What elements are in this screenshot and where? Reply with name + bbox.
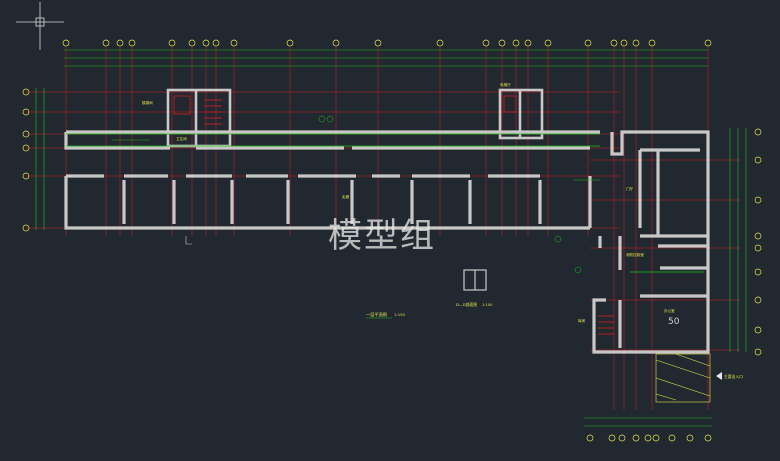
axis-bubble-right bbox=[754, 232, 762, 240]
stair-core-right bbox=[498, 88, 544, 140]
axis-bubble-top bbox=[116, 39, 124, 47]
room-label-corridor: 走廊 bbox=[342, 194, 350, 199]
axis-bubble-top bbox=[202, 39, 210, 47]
axis-bubble-right bbox=[754, 156, 762, 164]
plan-scale: 1:150 bbox=[394, 312, 406, 317]
room-label-toilet: 卫生间 bbox=[176, 136, 187, 141]
axis-bubble-bottom bbox=[632, 434, 640, 442]
axis-bubble-top bbox=[168, 39, 176, 47]
axis-bubble-right bbox=[754, 348, 762, 356]
axis-bubbles-right bbox=[754, 128, 762, 356]
axis-bubble-top bbox=[482, 39, 490, 47]
building-walls bbox=[64, 130, 600, 230]
section-scale: 1:100 bbox=[482, 303, 493, 307]
axis-bubble-top bbox=[584, 39, 592, 47]
axis-bubble-bottom bbox=[668, 434, 676, 442]
room-label-office: 办公室 bbox=[664, 308, 675, 313]
annotation-leaders bbox=[112, 115, 600, 274]
axis-bubble-right bbox=[754, 296, 762, 304]
room-label-stair-left: 楼梯间 bbox=[142, 100, 153, 105]
axis-bubble-top bbox=[620, 39, 628, 47]
plan-title: 一层平面图 bbox=[366, 312, 387, 318]
axis-bubble-bottom bbox=[652, 434, 660, 442]
axis-bubble-top bbox=[632, 39, 640, 47]
bottom-dimension-lines bbox=[584, 417, 712, 427]
axis-bubbles-top bbox=[62, 39, 712, 47]
entrance-label: 主要出入口 bbox=[724, 374, 743, 379]
axis-bubbles-left bbox=[22, 88, 30, 232]
axis-bubble-top bbox=[648, 39, 656, 47]
north-marker-icon bbox=[185, 236, 192, 245]
axis-bubble-top bbox=[332, 39, 340, 47]
axis-bubble-top bbox=[498, 39, 506, 47]
axis-bubble-left bbox=[22, 130, 30, 138]
axis-bubble-bottom bbox=[704, 434, 712, 442]
axis-bubble-right bbox=[754, 196, 762, 204]
axis-bubble-top bbox=[436, 39, 444, 47]
section-title: D—D剖面图 bbox=[456, 302, 477, 307]
right-dimension-lines bbox=[729, 128, 747, 352]
axis-bubble-right bbox=[754, 128, 762, 136]
watermark-text: 模型组 bbox=[328, 216, 436, 256]
axis-bubble-bottom bbox=[618, 434, 626, 442]
axis-bubble-left bbox=[22, 224, 30, 232]
axis-bubbles-bottom bbox=[586, 434, 712, 442]
room-label-storage: 库房 bbox=[578, 318, 586, 323]
axis-bubble-top bbox=[212, 39, 220, 47]
axis-bubble-top bbox=[286, 39, 294, 47]
crosshair-cursor-icon bbox=[16, 2, 64, 50]
axis-bubble-top bbox=[374, 39, 382, 47]
axis-bubble-left bbox=[22, 144, 30, 152]
left-dimension-lines bbox=[35, 88, 45, 230]
axis-bubble-left bbox=[22, 172, 30, 180]
room-label-control: 消防控制室 bbox=[626, 252, 644, 257]
axis-bubble-top bbox=[188, 39, 196, 47]
axis-bubble-right bbox=[754, 244, 762, 252]
axis-bubble-bottom bbox=[608, 434, 616, 442]
room-label-lobby: 门厅 bbox=[626, 186, 634, 191]
section-detail bbox=[463, 269, 487, 291]
axis-bubble-bottom bbox=[686, 434, 694, 442]
entrance-ramp bbox=[655, 353, 711, 403]
axis-bubble-top bbox=[544, 39, 552, 47]
axis-bubble-top bbox=[512, 39, 520, 47]
corridor-highlight bbox=[66, 133, 704, 273]
axis-bubble-top bbox=[610, 39, 618, 47]
axis-bubble-top bbox=[230, 39, 238, 47]
axis-bubble-right bbox=[754, 326, 762, 334]
axis-bubble-left bbox=[22, 88, 30, 96]
room-label-elevator-right: 电梯厅 bbox=[500, 82, 511, 87]
top-dimension-lines bbox=[64, 49, 708, 67]
axis-bubble-bottom bbox=[586, 434, 594, 442]
right-wing-walls bbox=[592, 130, 710, 354]
axis-bubble-top bbox=[128, 39, 136, 47]
axis-bubble-bottom bbox=[644, 434, 652, 442]
axis-bubble-left bbox=[22, 108, 30, 116]
axis-bubble-top bbox=[704, 39, 712, 47]
elevator-stair-details bbox=[173, 95, 614, 335]
room-label-group: 楼梯间 电梯厅 卫生间 门厅 走廊 办公室 消防控制室 库房 bbox=[142, 82, 675, 323]
axis-bubble-top bbox=[102, 39, 110, 47]
entrance-arrow-icon bbox=[716, 372, 722, 380]
room-number: 50 bbox=[668, 317, 680, 327]
titles: 一层平面图 1:150 D—D剖面图 1:100 50 主要出入口 bbox=[366, 302, 743, 379]
axis-bubble-top bbox=[62, 39, 70, 47]
axis-bubble-top bbox=[524, 39, 532, 47]
axis-bubble-right bbox=[754, 268, 762, 276]
